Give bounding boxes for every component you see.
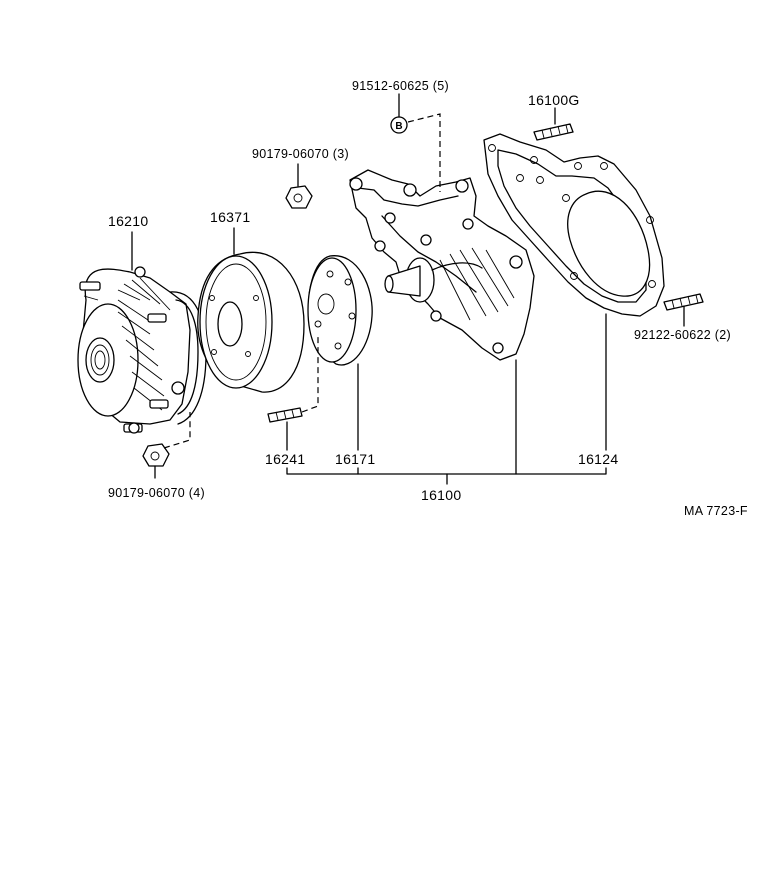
seat-16171 [307, 255, 373, 366]
bolt-91512-leader [407, 113, 441, 192]
diagram-code: MA 7723-F [684, 504, 748, 518]
label-pulley-16371: 16371 [210, 209, 251, 225]
label-stud-92122: 92122-60622 (2) [634, 328, 731, 342]
symbol-b-text: B [395, 121, 402, 132]
nut-90179-bottom-dashed-leader [163, 412, 191, 449]
label-bolt-91512: 91512-60625 (5) [352, 79, 449, 93]
stud-92122 [663, 293, 704, 311]
bolt-91512-60625: B [390, 116, 408, 134]
stud-16241 [267, 407, 303, 423]
stud-16241-dashed-leader [301, 334, 319, 413]
stud-16100g [533, 123, 574, 141]
nut-90179-top [285, 185, 313, 209]
label-stud-16100g: 16100G [528, 92, 580, 108]
fluid-coupling-16210 [77, 266, 207, 434]
gasket-16124 [483, 133, 665, 317]
water-pump-body [349, 169, 535, 361]
assy-16100-bracket [286, 467, 607, 475]
label-assy-16100: 16100 [421, 487, 462, 503]
label-nut-90179-top: 90179-06070 (3) [252, 147, 349, 161]
pulley-16371 [197, 251, 305, 393]
label-stud-16241: 16241 [265, 451, 306, 467]
label-seat-16171: 16171 [335, 451, 376, 467]
label-gasket-16124: 16124 [578, 451, 619, 467]
nut-90179-bottom [142, 443, 170, 467]
label-coupling-16210: 16210 [108, 213, 149, 229]
label-nut-90179-bottom: 90179-06070 (4) [108, 486, 205, 500]
